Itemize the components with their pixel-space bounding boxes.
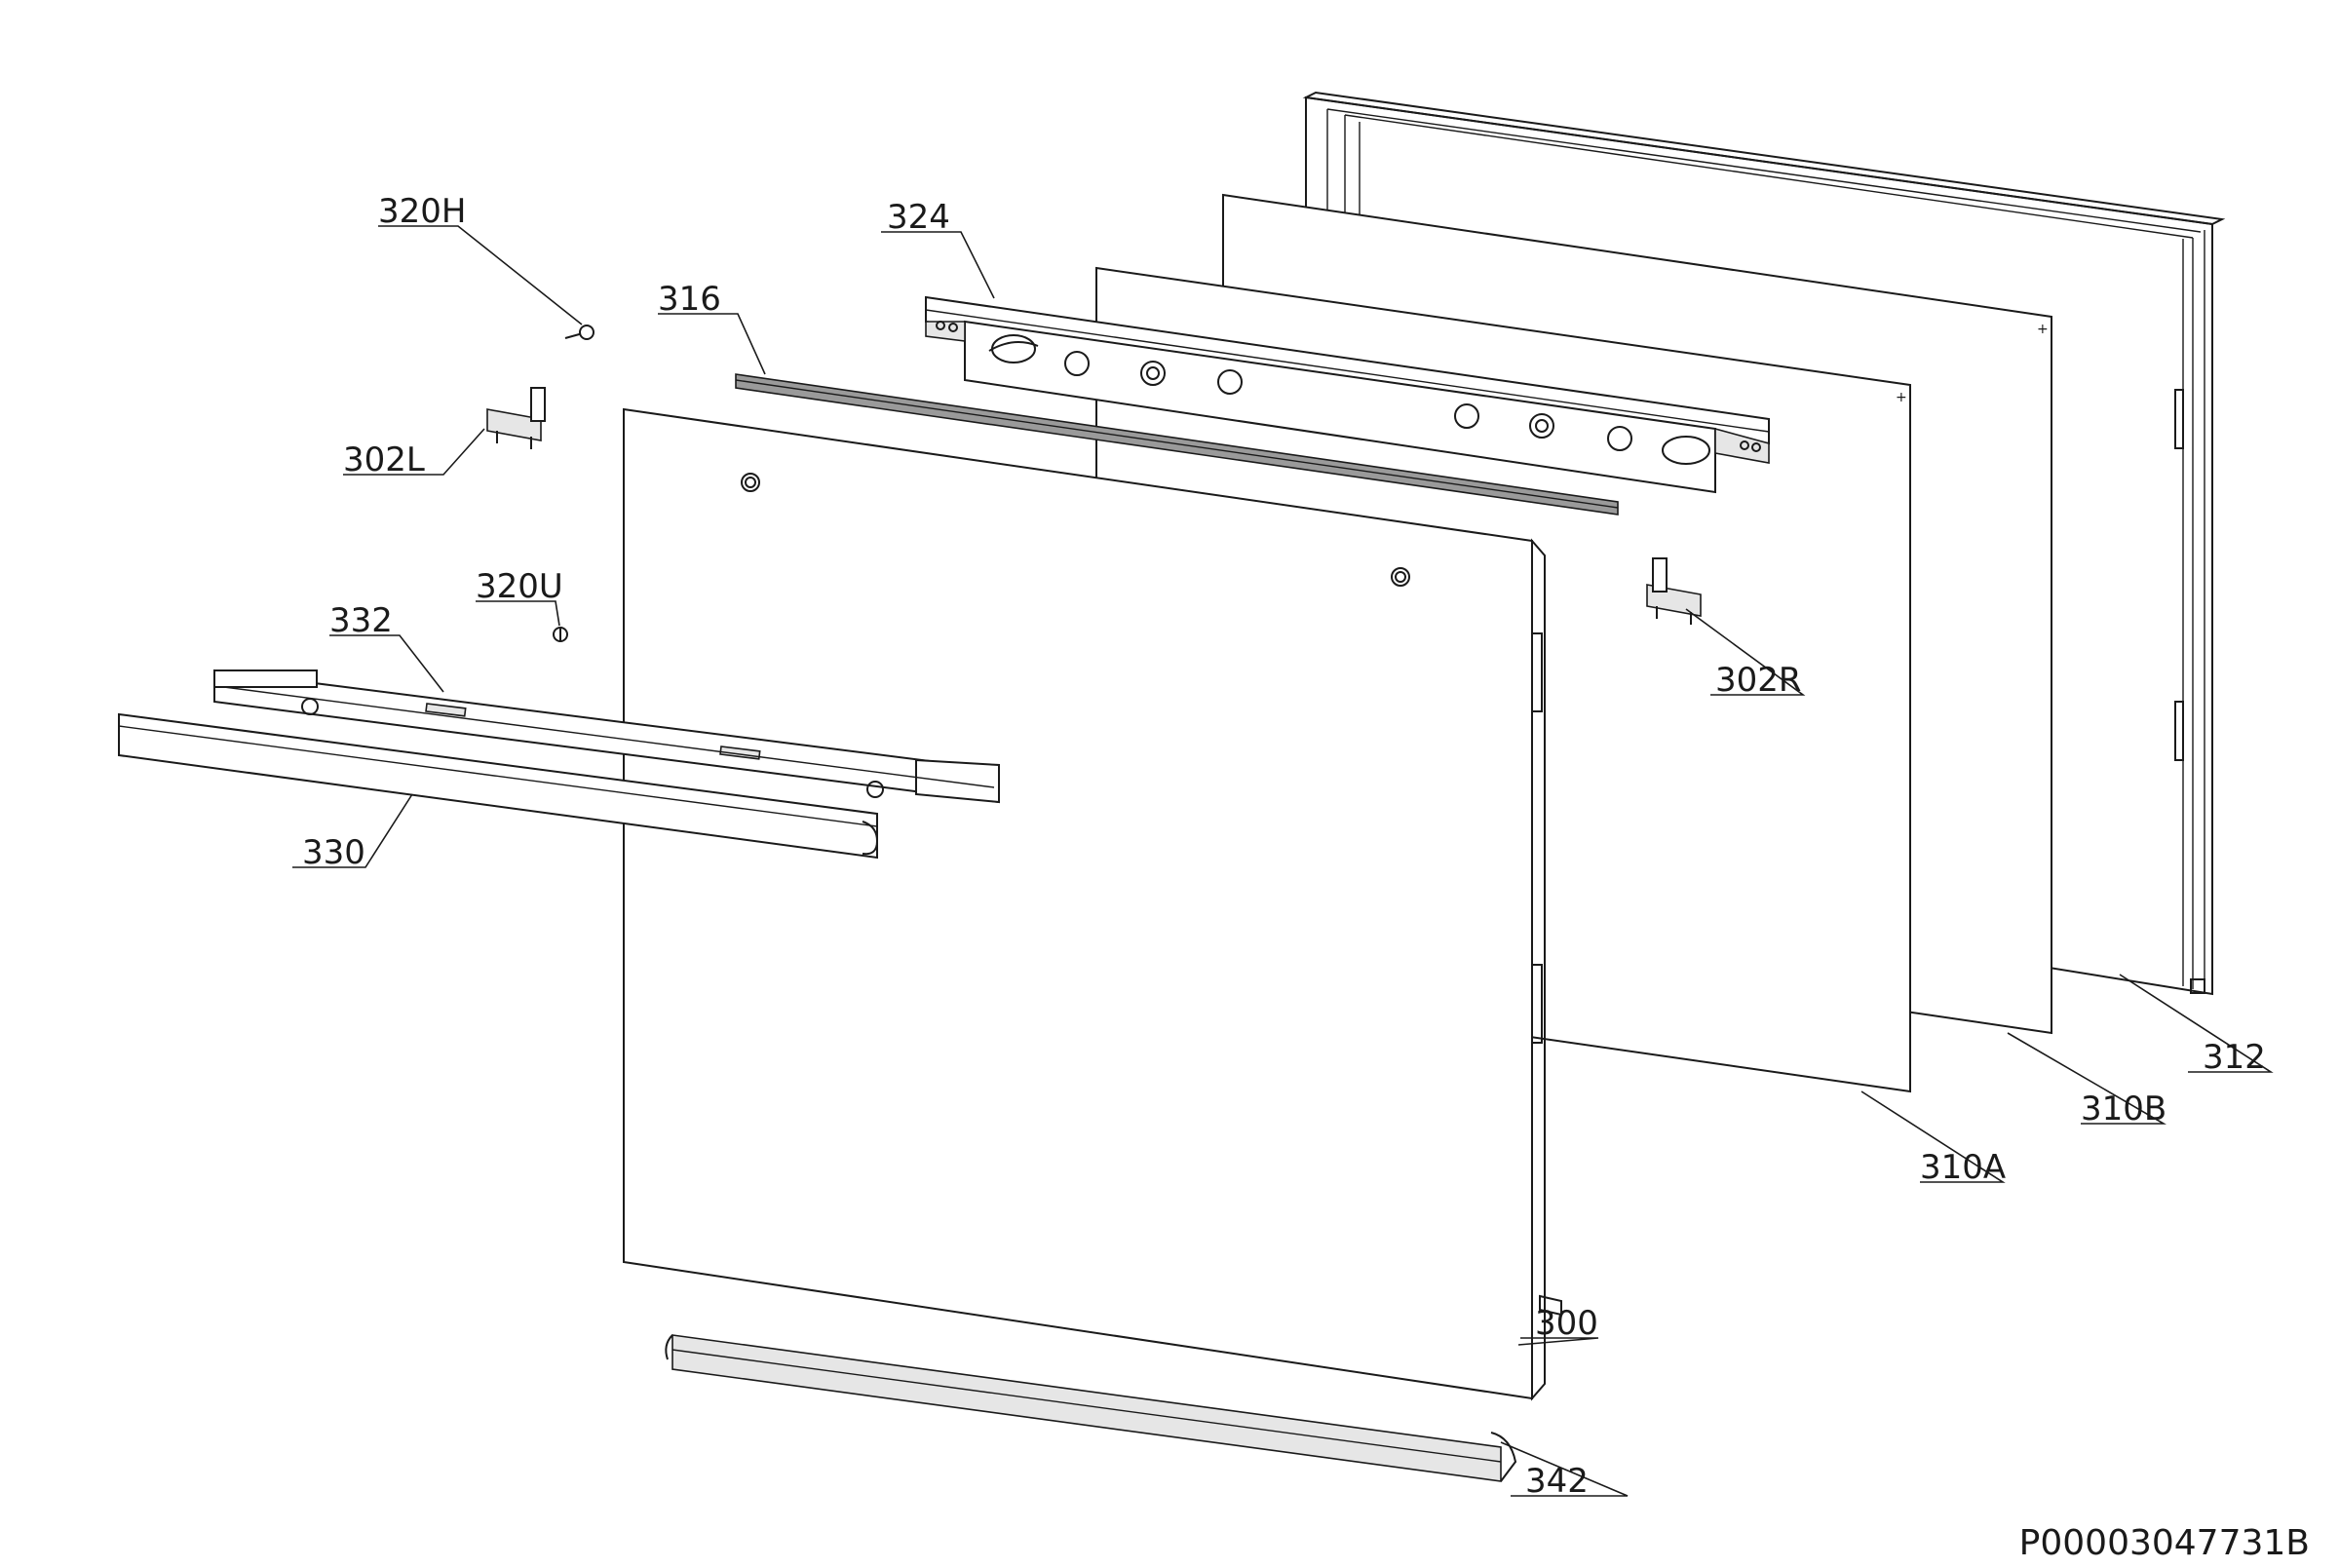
label-302R: 302R: [1715, 661, 1802, 700]
label-320H: 320H: [378, 192, 466, 231]
label-300: 300: [1535, 1304, 1598, 1343]
part-300-front-glass: [623, 407, 1562, 1401]
drawing-number: P00003047731B: [2019, 1523, 2310, 1563]
part-342-bottom-profile: [665, 1334, 1517, 1482]
svg-text:+: +: [2037, 322, 2049, 337]
label-310B: 310B: [2081, 1090, 2166, 1128]
label-320U: 320U: [476, 567, 563, 606]
part-302R-hinge-clip: [1646, 557, 1702, 625]
part-302L-hinge-clip: [486, 387, 546, 449]
label-342: 342: [1525, 1462, 1589, 1501]
label-302L: 302L: [343, 440, 425, 479]
part-324-top-bracket: [925, 295, 1770, 494]
label-330: 330: [302, 833, 365, 872]
label-332: 332: [329, 601, 393, 640]
leader-lines: [292, 225, 2274, 1497]
label-312: 312: [2203, 1038, 2266, 1077]
label-324: 324: [887, 198, 950, 237]
part-320H-screw: [564, 325, 594, 340]
label-316: 316: [658, 280, 721, 319]
svg-text:+: +: [1896, 390, 1907, 405]
part-320U-screw: [553, 627, 568, 642]
part-332-handle-inner: [213, 669, 1000, 804]
label-310A: 310A: [1920, 1148, 2006, 1187]
part-316-seal-strip: [735, 373, 1619, 516]
part-330-handle-profile: [118, 712, 879, 860]
